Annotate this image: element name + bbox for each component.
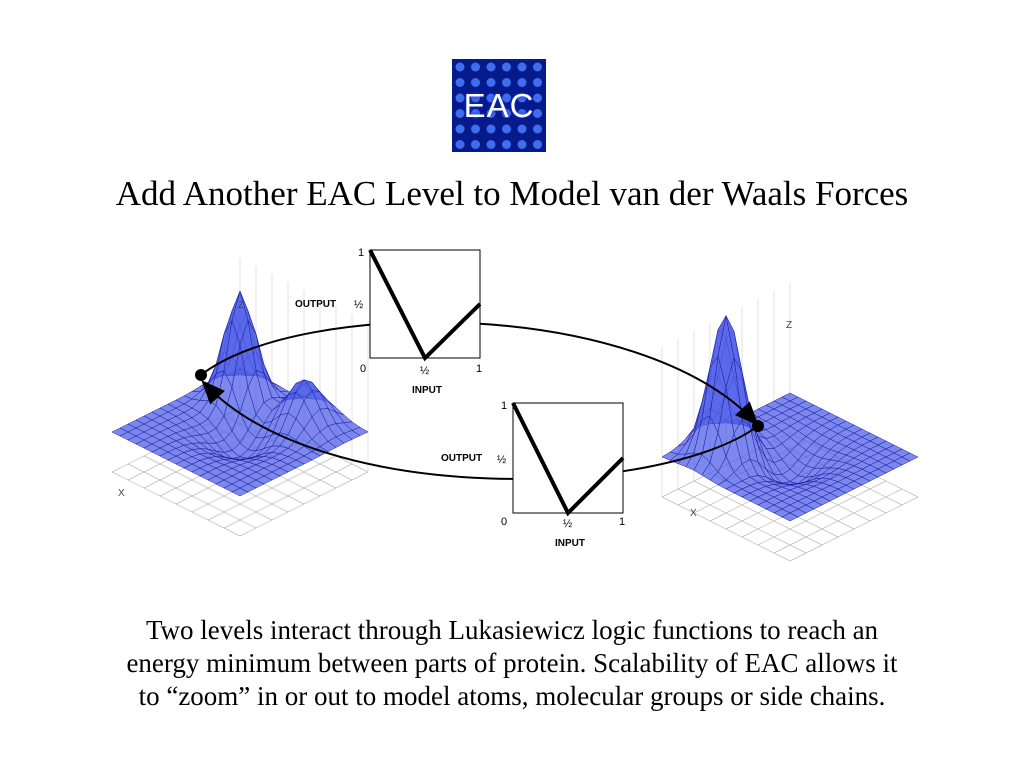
logo-dot (517, 78, 527, 87)
logic-plot-bottom: 1 ½ OUTPUT 0 ½ 1 INPUT (441, 400, 625, 549)
floor-grid-line (223, 463, 353, 529)
logo-dot (533, 78, 542, 87)
energy-surface-left (111, 258, 369, 537)
logo-dot (486, 62, 496, 72)
floor-grid-line (143, 455, 273, 521)
logic-plot-top: 1 ½ OUTPUT 0 ½ 1 INPUT (295, 247, 482, 396)
floor-grid-line (111, 471, 241, 537)
floor-grid-line (773, 488, 903, 554)
plot-frame (512, 402, 624, 514)
page-title: Add Another EAC Level to Model van der W… (115, 174, 909, 213)
x-axis-label: INPUT (555, 538, 585, 549)
eac-logo: EAC (452, 59, 546, 152)
floor-grid-line (789, 496, 919, 562)
floor-grid-line (757, 480, 887, 546)
logo-dot (455, 109, 465, 118)
floor-grid-line (239, 471, 369, 537)
logo-dot (486, 124, 496, 134)
floor-grid-line (207, 455, 337, 521)
y-axis-label: OUTPUT (295, 299, 336, 310)
logo-dot (471, 62, 480, 72)
caption-line-1: Two levels interact through Lukasiewicz … (145, 615, 879, 645)
logo-dot (502, 93, 511, 103)
x-tick-half: ½ (420, 365, 429, 377)
x-tick-1: 1 (476, 363, 482, 375)
logo-dot (517, 124, 527, 134)
plot-curve (511, 402, 625, 517)
logo-dot (471, 109, 480, 118)
logo-dot (502, 124, 511, 134)
lower-arrow (201, 380, 759, 480)
logo-dot (471, 78, 480, 87)
logo-dot (517, 93, 527, 103)
caption-line-3: to “zoom” in or out to model atoms, mole… (138, 681, 886, 711)
diagram: 1 ½ OUTPUT 0 ½ 1 INPUT 1 ½ OUTPUT 0 ½ 1 … (111, 247, 919, 562)
logo-dot (502, 62, 511, 72)
surface-cell (231, 487, 249, 497)
left-x-axis-label: X (118, 488, 125, 499)
plot-curve (368, 249, 482, 362)
logo-dot (517, 109, 527, 118)
logo-dot (517, 140, 527, 149)
left-minimum-point (195, 369, 207, 381)
y-tick-1: 1 (501, 400, 507, 412)
right-z-axis-label: Z (786, 320, 792, 331)
caption: Two levels interact through Lukasiewicz … (40, 614, 984, 713)
logo-dot (502, 109, 511, 118)
logo-dot (455, 78, 465, 87)
logo-dot (486, 140, 496, 149)
right-minimum-point (752, 420, 764, 432)
caption-line-2: energy minimum between parts of protein.… (126, 648, 898, 678)
y-tick-half: ½ (354, 299, 363, 311)
logo-text: EAC (463, 86, 535, 124)
logo-dot (455, 140, 465, 149)
logo-dot (455, 62, 465, 72)
x-tick-0: 0 (360, 363, 366, 375)
right-x-axis-label: X (690, 508, 697, 519)
logo-dot (533, 140, 542, 149)
y-tick-1: 1 (358, 247, 364, 259)
floor-grid-line (693, 480, 823, 546)
logo-dot (455, 93, 465, 103)
logo-dot (502, 140, 511, 149)
logo-dot (486, 109, 496, 118)
floor-grid-line (127, 463, 257, 529)
x-tick-half: ½ (563, 518, 572, 530)
floor-grid-line (661, 496, 791, 562)
left-z-axis-label: Z (238, 300, 244, 311)
logo-dot (533, 124, 542, 134)
x-axis-label: INPUT (412, 385, 442, 396)
logo-dot (533, 93, 542, 103)
logo-dot (455, 124, 465, 134)
logo-dot (471, 140, 480, 149)
floor-grid-line (677, 488, 807, 554)
logo-dot (471, 124, 480, 134)
logo-dot (533, 109, 542, 118)
y-axis-label: OUTPUT (441, 453, 482, 464)
x-tick-0: 0 (501, 516, 507, 528)
y-tick-half: ½ (497, 454, 506, 466)
logo-dot (502, 78, 511, 87)
logo-dot (486, 78, 496, 87)
logo-dot-grid (455, 62, 542, 149)
surface-cell (781, 512, 799, 522)
logo-dot (486, 93, 496, 103)
plot-frame (369, 249, 481, 359)
logo-dot (471, 93, 480, 103)
x-tick-1: 1 (619, 516, 625, 528)
logo-dot (517, 62, 527, 72)
logo-dot (533, 62, 542, 72)
